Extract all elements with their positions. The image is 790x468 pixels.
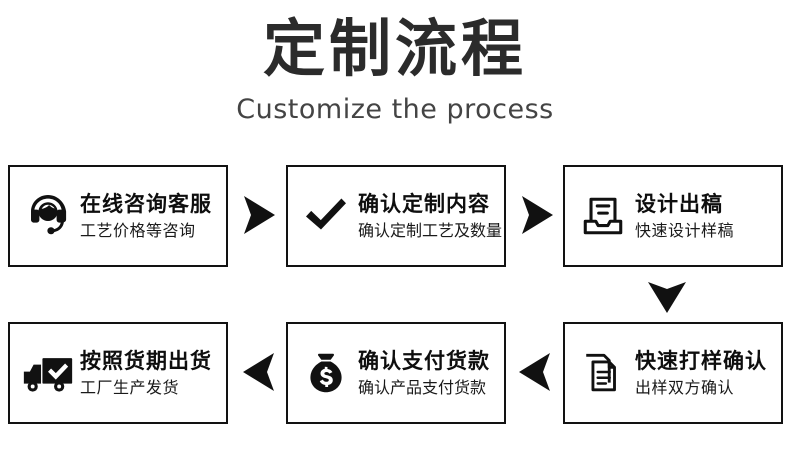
page-title: 定制流程: [262, 12, 527, 85]
check-mark-icon: [298, 188, 354, 244]
step-card-4-title: 快速打样确认: [635, 348, 767, 373]
arrow-right-icon-1: [240, 193, 278, 237]
step-card-1-texts: 在线咨询客服 工艺价格等咨询: [80, 191, 212, 242]
step-card-5-texts: 确认支付货款 确认产品支付货款: [358, 348, 490, 399]
step-card-5-caption: 确认产品支付货款: [358, 377, 487, 397]
step-card-4[interactable]: 快速打样确认 出样双方确认: [563, 322, 783, 424]
step-card-5-title: 确认支付货款: [358, 348, 490, 373]
arrow-right-icon-2: [518, 193, 556, 237]
step-card-2-title: 确认定制内容: [358, 191, 490, 216]
step-card-4-caption: 出样双方确认: [635, 377, 735, 397]
delivery-truck-check-icon: [20, 345, 76, 401]
step-card-3-texts: 设计出稿 快速设计样稿: [635, 191, 734, 242]
step-card-4-texts: 快速打样确认 出样双方确认: [635, 348, 767, 399]
documents-stack-icon: [575, 345, 631, 401]
step-card-6[interactable]: 按照货期出货 工厂生产发货: [8, 322, 228, 424]
arrow-down-icon-1: [645, 278, 689, 316]
step-card-2-caption: 确认定制工艺及数量: [358, 220, 503, 240]
step-card-3-title: 设计出稿: [635, 191, 723, 216]
arrow-left-icon-2: [240, 350, 278, 394]
page-subtitle: Customize the process: [236, 93, 554, 125]
step-card-6-texts: 按照货期出货 工厂生产发货: [80, 348, 212, 399]
arrow-left-icon-1: [516, 350, 554, 394]
step-card-5[interactable]: 确认支付货款 确认产品支付货款: [286, 322, 506, 424]
step-card-2[interactable]: 确认定制内容 确认定制工艺及数量: [286, 165, 506, 267]
step-card-1-title: 在线咨询客服: [80, 191, 212, 216]
step-card-2-texts: 确认定制内容 确认定制工艺及数量: [358, 191, 502, 242]
step-card-3-caption: 快速设计样稿: [635, 220, 735, 240]
header: 定制流程 Customize the process: [0, 10, 790, 125]
headset-support-icon: [20, 188, 76, 244]
step-card-6-caption: 工厂生产发货: [80, 377, 180, 397]
money-bag-icon: [298, 345, 354, 401]
step-card-1[interactable]: 在线咨询客服 工艺价格等咨询: [8, 165, 228, 267]
step-card-3[interactable]: 设计出稿 快速设计样稿: [563, 165, 783, 267]
step-card-1-caption: 工艺价格等咨询: [80, 220, 196, 240]
step-card-6-title: 按照货期出货: [80, 348, 212, 373]
design-inbox-icon: [575, 188, 631, 244]
